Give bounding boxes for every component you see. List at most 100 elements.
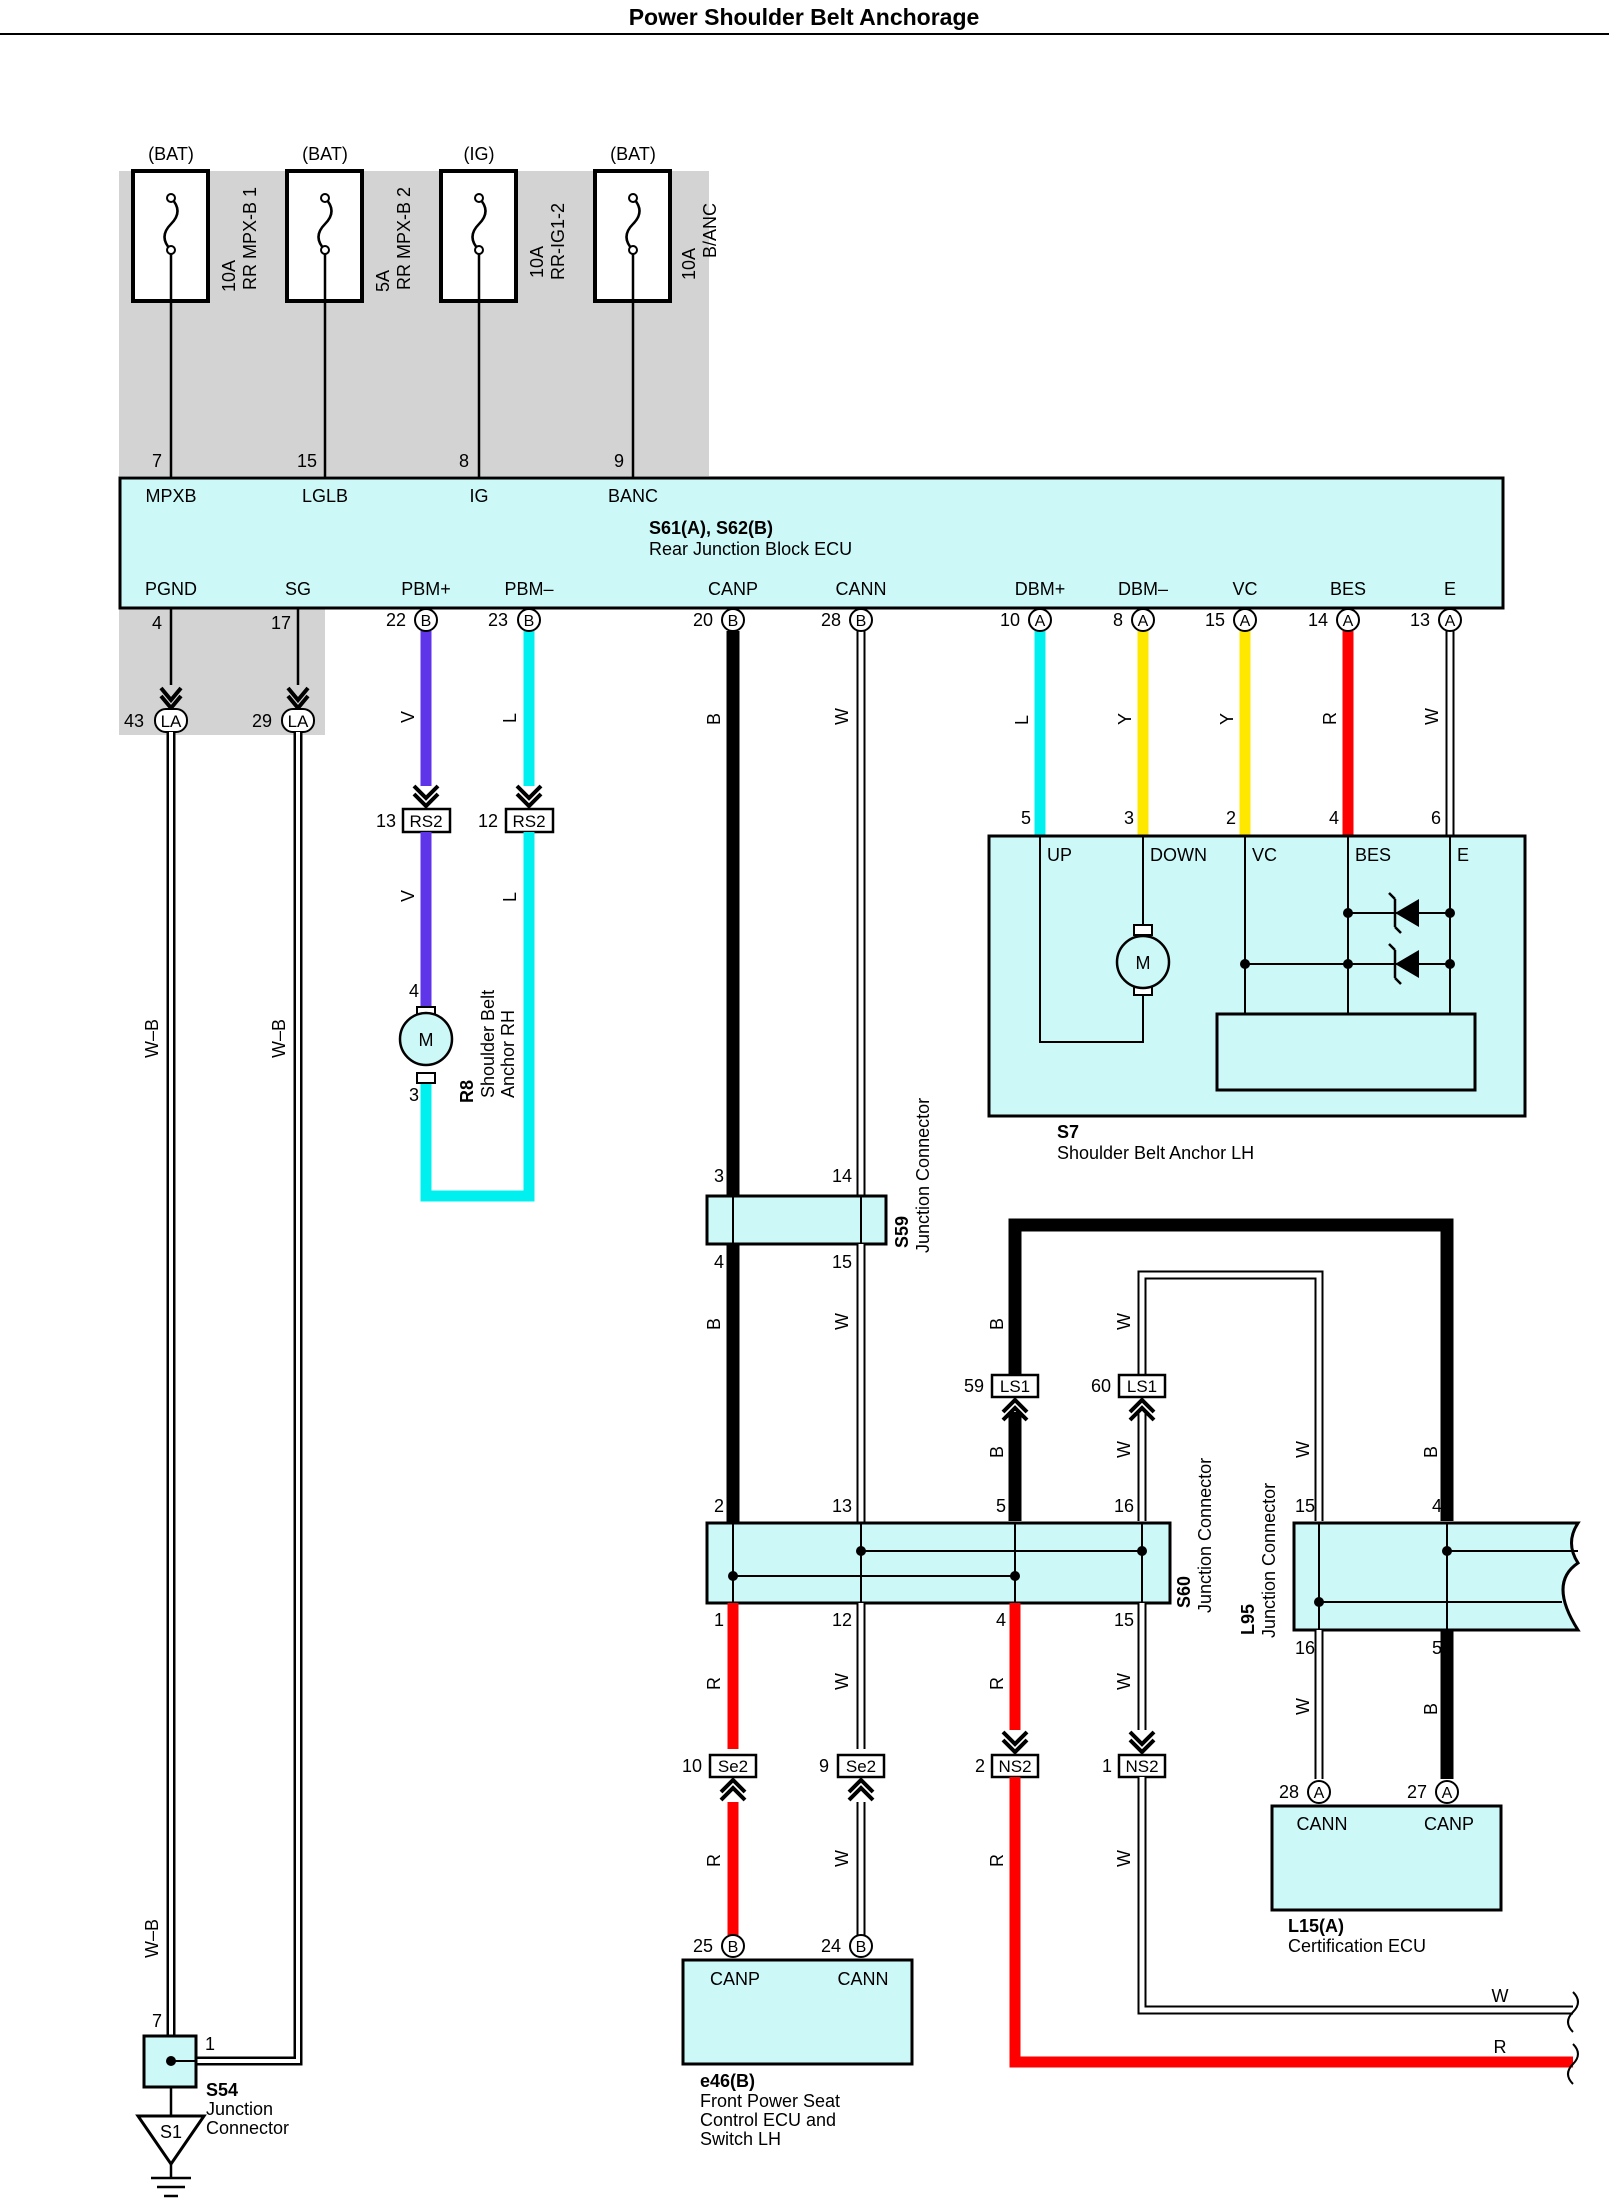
s7-terminal-down: DOWN	[1150, 845, 1207, 865]
l95-box	[1292, 1521, 1581, 1632]
fuse-2: (BAT) 5A RR MPX-B 2 15	[285, 144, 414, 478]
conn-b-22	[414, 608, 438, 632]
ecu-id: S61(A), S62(B)	[649, 518, 773, 538]
fuse-3-name: RR-IG1-2	[548, 203, 568, 280]
wire-code-b-4: B	[987, 1446, 1007, 1458]
se2-pin-10: 10	[682, 1756, 702, 1776]
wb-wire-29-inner	[194, 732, 300, 2063]
wire-code-r-3: R	[704, 1854, 724, 1867]
conn-a-15	[1233, 608, 1257, 632]
conn-b-28-label: B	[856, 613, 867, 630]
e46-line-1: Front Power Seat	[700, 2091, 840, 2111]
conn-a-8-label: A	[1138, 613, 1149, 630]
l95-junction-connector: 15 4 16 5 L95 Junction Connector	[1238, 1483, 1581, 1658]
l15-terminal-canp: CANP	[1424, 1814, 1474, 1834]
fuse-2-pin: 15	[297, 451, 317, 471]
se2-arrow-10	[719, 1777, 747, 1802]
fuse-2-dot-a	[320, 245, 330, 255]
s54-name-2: Connector	[206, 2118, 289, 2138]
l95-splice-2	[1314, 1597, 1324, 1607]
s7-diode-2	[1395, 950, 1419, 978]
conn-b-24-label: B	[856, 1939, 867, 1956]
wire-code-wb-1: W–B	[142, 1019, 162, 1058]
wire-code-w-4: W	[1114, 1441, 1134, 1458]
s54-name-1: Junction	[206, 2099, 273, 2119]
l15-certification-ecu: A A 28 27 CANN CANP L15(A) Certification…	[1270, 1780, 1503, 1956]
e46-line-2: Control ECU and	[700, 2110, 836, 2130]
rs2-label-12: RS2	[512, 812, 545, 831]
ecu-terminal-pbm-minus: PBM–	[504, 579, 553, 599]
la-pin-29: 29	[252, 711, 272, 731]
r8-motor-circle	[398, 1011, 454, 1067]
se2-connector-9	[836, 1753, 886, 1779]
s7-terminal-up: UP	[1047, 845, 1072, 865]
break-mark-r	[1567, 2043, 1579, 2085]
e46-terminal-cann: CANN	[837, 1969, 888, 1989]
e46-line-3: Switch LH	[700, 2129, 781, 2149]
se2-pin-9: 9	[819, 1756, 829, 1776]
wire-l-lower	[420, 832, 535, 1202]
conn-a-14	[1336, 608, 1360, 632]
wire-code-w-8: W	[1114, 1673, 1134, 1690]
conn-b-23	[517, 608, 541, 632]
s59-pin-3: 3	[714, 1166, 724, 1186]
ecu-box	[118, 476, 1505, 610]
wire-code-r-1: R	[704, 1677, 724, 1690]
wire-b-ls1-loop	[1008, 1218, 1454, 1521]
fuse-1-pin: 7	[152, 451, 162, 471]
r8-motor-label: M	[419, 1030, 434, 1050]
fuse-4: (BAT) 10A B/ANC 9	[593, 144, 720, 478]
e46-front-power-seat-ecu: B B 25 24 CANP CANN e46(B) Front Power S…	[681, 1934, 914, 2149]
s59-box	[705, 1194, 888, 1246]
wire-code-l-3: L	[1012, 715, 1032, 725]
r8-name-1: Shoulder Belt	[478, 990, 498, 1098]
fuse-1-element	[163, 197, 179, 251]
conn-b-25	[721, 1934, 745, 1958]
wire-code-w-9: W	[832, 1850, 852, 1867]
wire-code-b-3: B	[987, 1318, 1007, 1330]
conn-a-8	[1131, 608, 1155, 632]
s54-pin-7: 7	[152, 2011, 162, 2031]
ecu-terminal-mpxb: MPXB	[145, 486, 196, 506]
fuse-1: (BAT) 10A RR MPX-B 1 7	[131, 144, 260, 478]
s7-terminal-bes: BES	[1355, 845, 1391, 865]
wire-code-v-2: V	[398, 890, 418, 902]
s7-shoulder-belt-anchor-lh: 5 3 2 4 6 UP DOWN VC BES E M S7 Should	[987, 808, 1527, 1163]
fuse-2-name: RR MPX-B 2	[394, 187, 414, 290]
s59-name: Junction Connector	[913, 1098, 933, 1253]
fuse-4-source: (BAT)	[610, 144, 656, 164]
fuse-1-dot-a	[166, 245, 176, 255]
ground-symbol-s1: S1	[135, 2114, 207, 2198]
wire-code-w-5: W	[1293, 1441, 1313, 1458]
break-mark-w	[1567, 1991, 1579, 2033]
se2-arrow-9	[847, 1777, 875, 1802]
s60-id: S60	[1174, 1576, 1194, 1608]
la-label-29: LA	[288, 712, 309, 731]
conn-b-22-label: B	[421, 613, 432, 630]
ecu-terminal-ig: IG	[469, 486, 488, 506]
s59-id: S59	[892, 1216, 912, 1248]
ground-label: S1	[160, 2122, 182, 2142]
e46-pin-25: 25	[693, 1936, 713, 1956]
pin-14: 14	[1308, 610, 1328, 630]
conn-a-28-label: A	[1314, 1785, 1325, 1802]
s60-pin-15: 15	[1114, 1610, 1134, 1630]
e46-box	[681, 1958, 914, 2066]
pin-4: 4	[152, 613, 162, 633]
ls1-arrow-60	[1128, 1397, 1156, 1422]
fuse-3-dot-b	[474, 193, 484, 203]
l95-name: Junction Connector	[1259, 1483, 1279, 1638]
conn-a-15-label: A	[1240, 613, 1251, 630]
s7-internal-module	[1215, 1012, 1477, 1092]
s59-pin-15: 15	[832, 1252, 852, 1272]
wire-code-y-2: Y	[1217, 713, 1237, 725]
conn-a-28	[1307, 1780, 1331, 1804]
ls1-arrow-59	[1001, 1397, 1029, 1422]
fuse-3-source: (IG)	[464, 144, 495, 164]
wire-code-y-1: Y	[1115, 713, 1135, 725]
ls1-pin-60: 60	[1091, 1376, 1111, 1396]
s7-pin-2: 2	[1226, 808, 1236, 828]
s60-box	[705, 1521, 1172, 1605]
s54-id: S54	[206, 2080, 238, 2100]
rs2-pin-13: 13	[376, 811, 396, 831]
